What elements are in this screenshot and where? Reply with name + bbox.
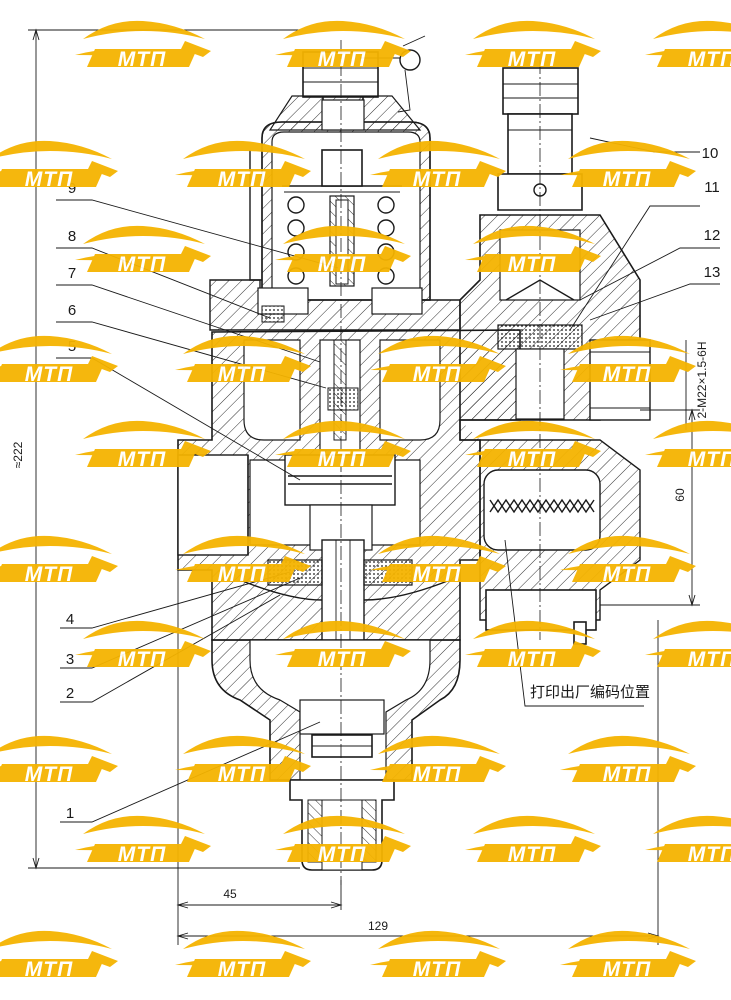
watermark-logo	[560, 930, 696, 981]
watermark-logo	[75, 20, 211, 71]
watermark-logo	[645, 20, 731, 71]
part-label-4: 4	[66, 611, 74, 628]
watermark-logo	[0, 735, 118, 786]
watermark-logo	[465, 815, 601, 866]
watermark-logo	[0, 335, 118, 386]
dim-thread: 2-M22×1.5-6H	[695, 341, 709, 418]
watermark-logo	[0, 535, 118, 586]
watermark-logo	[370, 930, 506, 981]
part-label-6: 6	[68, 302, 76, 319]
watermark-logo	[0, 140, 118, 191]
part-label-10: 10	[702, 145, 719, 162]
dim-overall-height: ≈222	[11, 441, 25, 468]
watermark-logo	[560, 140, 696, 191]
part-label-12: 12	[704, 227, 721, 244]
watermark-logo	[560, 735, 696, 786]
watermark-logo	[465, 20, 601, 71]
dim-height-60: 60	[673, 488, 687, 502]
dim-width-129: 129	[368, 919, 388, 933]
part-label-11: 11	[704, 179, 720, 196]
watermark-logo	[75, 815, 211, 866]
part-label-1: 1	[66, 805, 74, 822]
part-label-8: 8	[68, 228, 76, 245]
part-label-3: 3	[66, 651, 74, 668]
dim-width-45: 45	[223, 887, 237, 901]
part-label-7: 7	[68, 265, 76, 282]
watermark-logo	[75, 225, 211, 276]
watermark-logo	[645, 420, 731, 471]
serial-number-location-note: 打印出厂编码位置	[530, 683, 650, 701]
watermark-logo	[0, 930, 118, 981]
watermark-logo	[175, 930, 311, 981]
part-label-13: 13	[704, 264, 721, 281]
watermark-logo	[275, 20, 411, 71]
part-label-2: 2	[66, 685, 74, 702]
gauge-symbol	[399, 49, 421, 71]
